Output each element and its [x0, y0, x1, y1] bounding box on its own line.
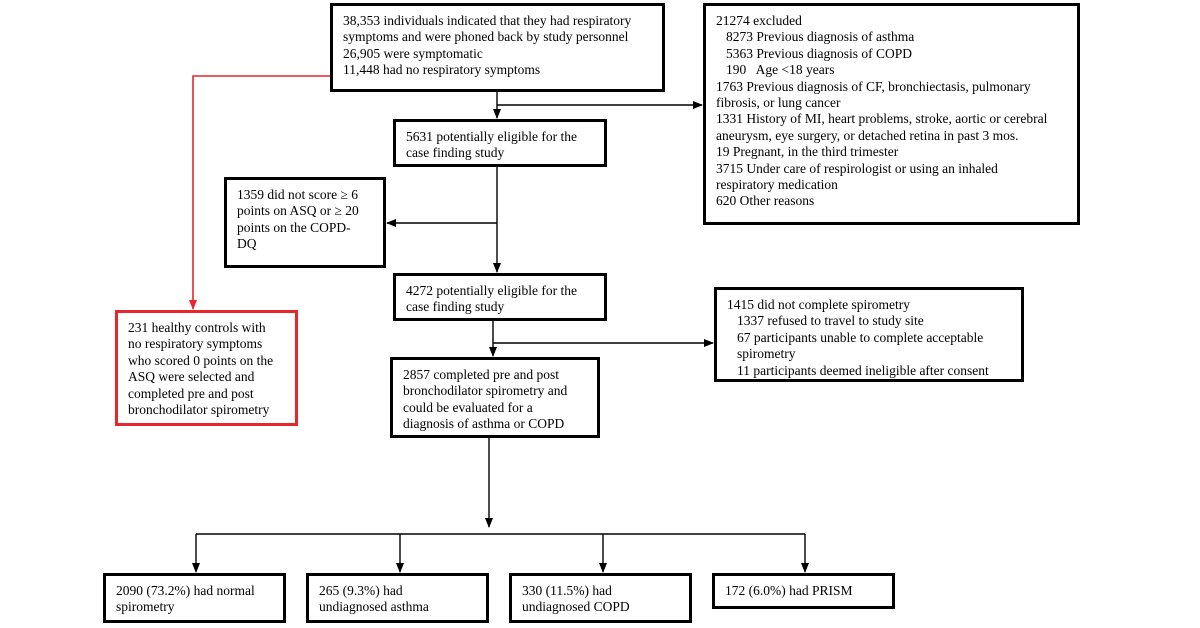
box-line: spirometry: [116, 599, 175, 615]
box-line: bronchodilator spirometry: [128, 402, 270, 418]
box-line: 38,353 individuals indicated that they h…: [343, 13, 632, 28]
box-line: 8273 Previous diagnosis of asthma: [726, 29, 915, 45]
box-line: points on ASQ or ≥ 20: [237, 203, 359, 219]
box-line: diagnosis of asthma or COPD: [403, 416, 565, 432]
box-line: ASQ were selected and: [128, 369, 255, 385]
normal-spirometry-box: 2090 (73.2%) had normal spirometry: [103, 573, 286, 623]
box-line: 330 (11.5%) had: [522, 583, 612, 598]
box-line: DQ: [237, 236, 257, 252]
box-line: case finding study: [406, 145, 505, 161]
undiagnosed-copd-box: 330 (11.5%) had undiagnosed COPD: [509, 573, 692, 623]
box-line: respiratory medication: [716, 177, 838, 193]
box-line: 2090 (73.2%) had normal: [116, 583, 255, 598]
prism-box: 172 (6.0%) had PRISM: [712, 573, 895, 609]
box-line: no respiratory symptoms: [128, 336, 263, 352]
box-line: 3715 Under care of respirologist or usin…: [716, 160, 998, 176]
box-line: 21274 excluded: [716, 13, 802, 28]
box-line: 19 Pregnant, in the third trimester: [716, 144, 899, 160]
box-line: fibrosis, or lung cancer: [716, 95, 841, 111]
excluded-box: 21274 excluded 8273 Previous diagnosis o…: [703, 3, 1080, 225]
box-line: case finding study: [406, 299, 505, 315]
box-line: 26,905 were symptomatic: [343, 45, 483, 61]
box-line: undiagnosed COPD: [522, 599, 630, 615]
box-line: 1337 refused to travel to study site: [737, 313, 924, 329]
box-line: 2857 completed pre and post: [403, 367, 559, 382]
box-line: 1359 did not score ≥ 6: [237, 187, 359, 202]
did-not-complete-spirometry-box: 1415 did not complete spirometry 1337 re…: [714, 287, 1024, 382]
box-line: 1331 History of MI, heart problems, stro…: [716, 111, 1048, 127]
initial-respondents-box: 38,353 individuals indicated that they h…: [330, 3, 665, 92]
box-line: 5363 Previous diagnosis of COPD: [726, 45, 913, 61]
box-line: 620 Other reasons: [716, 193, 815, 209]
box-line: spirometry: [737, 346, 796, 362]
box-line: 1415 did not complete spirometry: [727, 297, 910, 312]
box-line: bronchodilator spirometry and: [403, 383, 568, 399]
box-line: completed pre and post: [128, 385, 254, 401]
box-line: 231 healthy controls with: [128, 320, 266, 335]
box-line: could be evaluated for a: [403, 399, 533, 415]
healthy-controls-box: 231 healthy controls with no respiratory…: [115, 310, 298, 426]
eligible-5631-box: 5631 potentially eligible for the case f…: [393, 119, 607, 167]
box-line: 67 participants unable to complete accep…: [737, 329, 984, 345]
box-line: 190 Age <18 years: [726, 62, 835, 78]
box-line: 11 participants deemed ineligible after …: [737, 362, 989, 378]
box-line: points on the COPD-: [237, 219, 351, 235]
box-line: undiagnosed asthma: [319, 599, 429, 615]
completed-spirometry-box: 2857 completed pre and post bronchodilat…: [390, 357, 600, 438]
eligible-4272-box: 4272 potentially eligible for the case f…: [393, 273, 607, 321]
box-line: 172 (6.0%) had PRISM: [725, 583, 853, 598]
box-line: 1763 Previous diagnosis of CF, bronchiec…: [716, 78, 1031, 94]
box-line: 4272 potentially eligible for the: [406, 283, 577, 298]
box-line: symptoms and were phoned back by study p…: [343, 29, 629, 45]
box-line: who scored 0 points on the: [128, 352, 274, 368]
undiagnosed-asthma-box: 265 (9.3%) had undiagnosed asthma: [306, 573, 489, 623]
box-line: 11,448 had no respiratory symptoms: [343, 62, 541, 78]
box-line: 265 (9.3%) had: [319, 583, 403, 598]
did-not-score-box: 1359 did not score ≥ 6 points on ASQ or …: [224, 177, 386, 268]
box-line: 5631 potentially eligible for the: [406, 129, 577, 144]
arrow-to-healthy-controls: [189, 75, 330, 310]
box-line: aneurysm, eye surgery, or detached retin…: [716, 127, 1019, 143]
